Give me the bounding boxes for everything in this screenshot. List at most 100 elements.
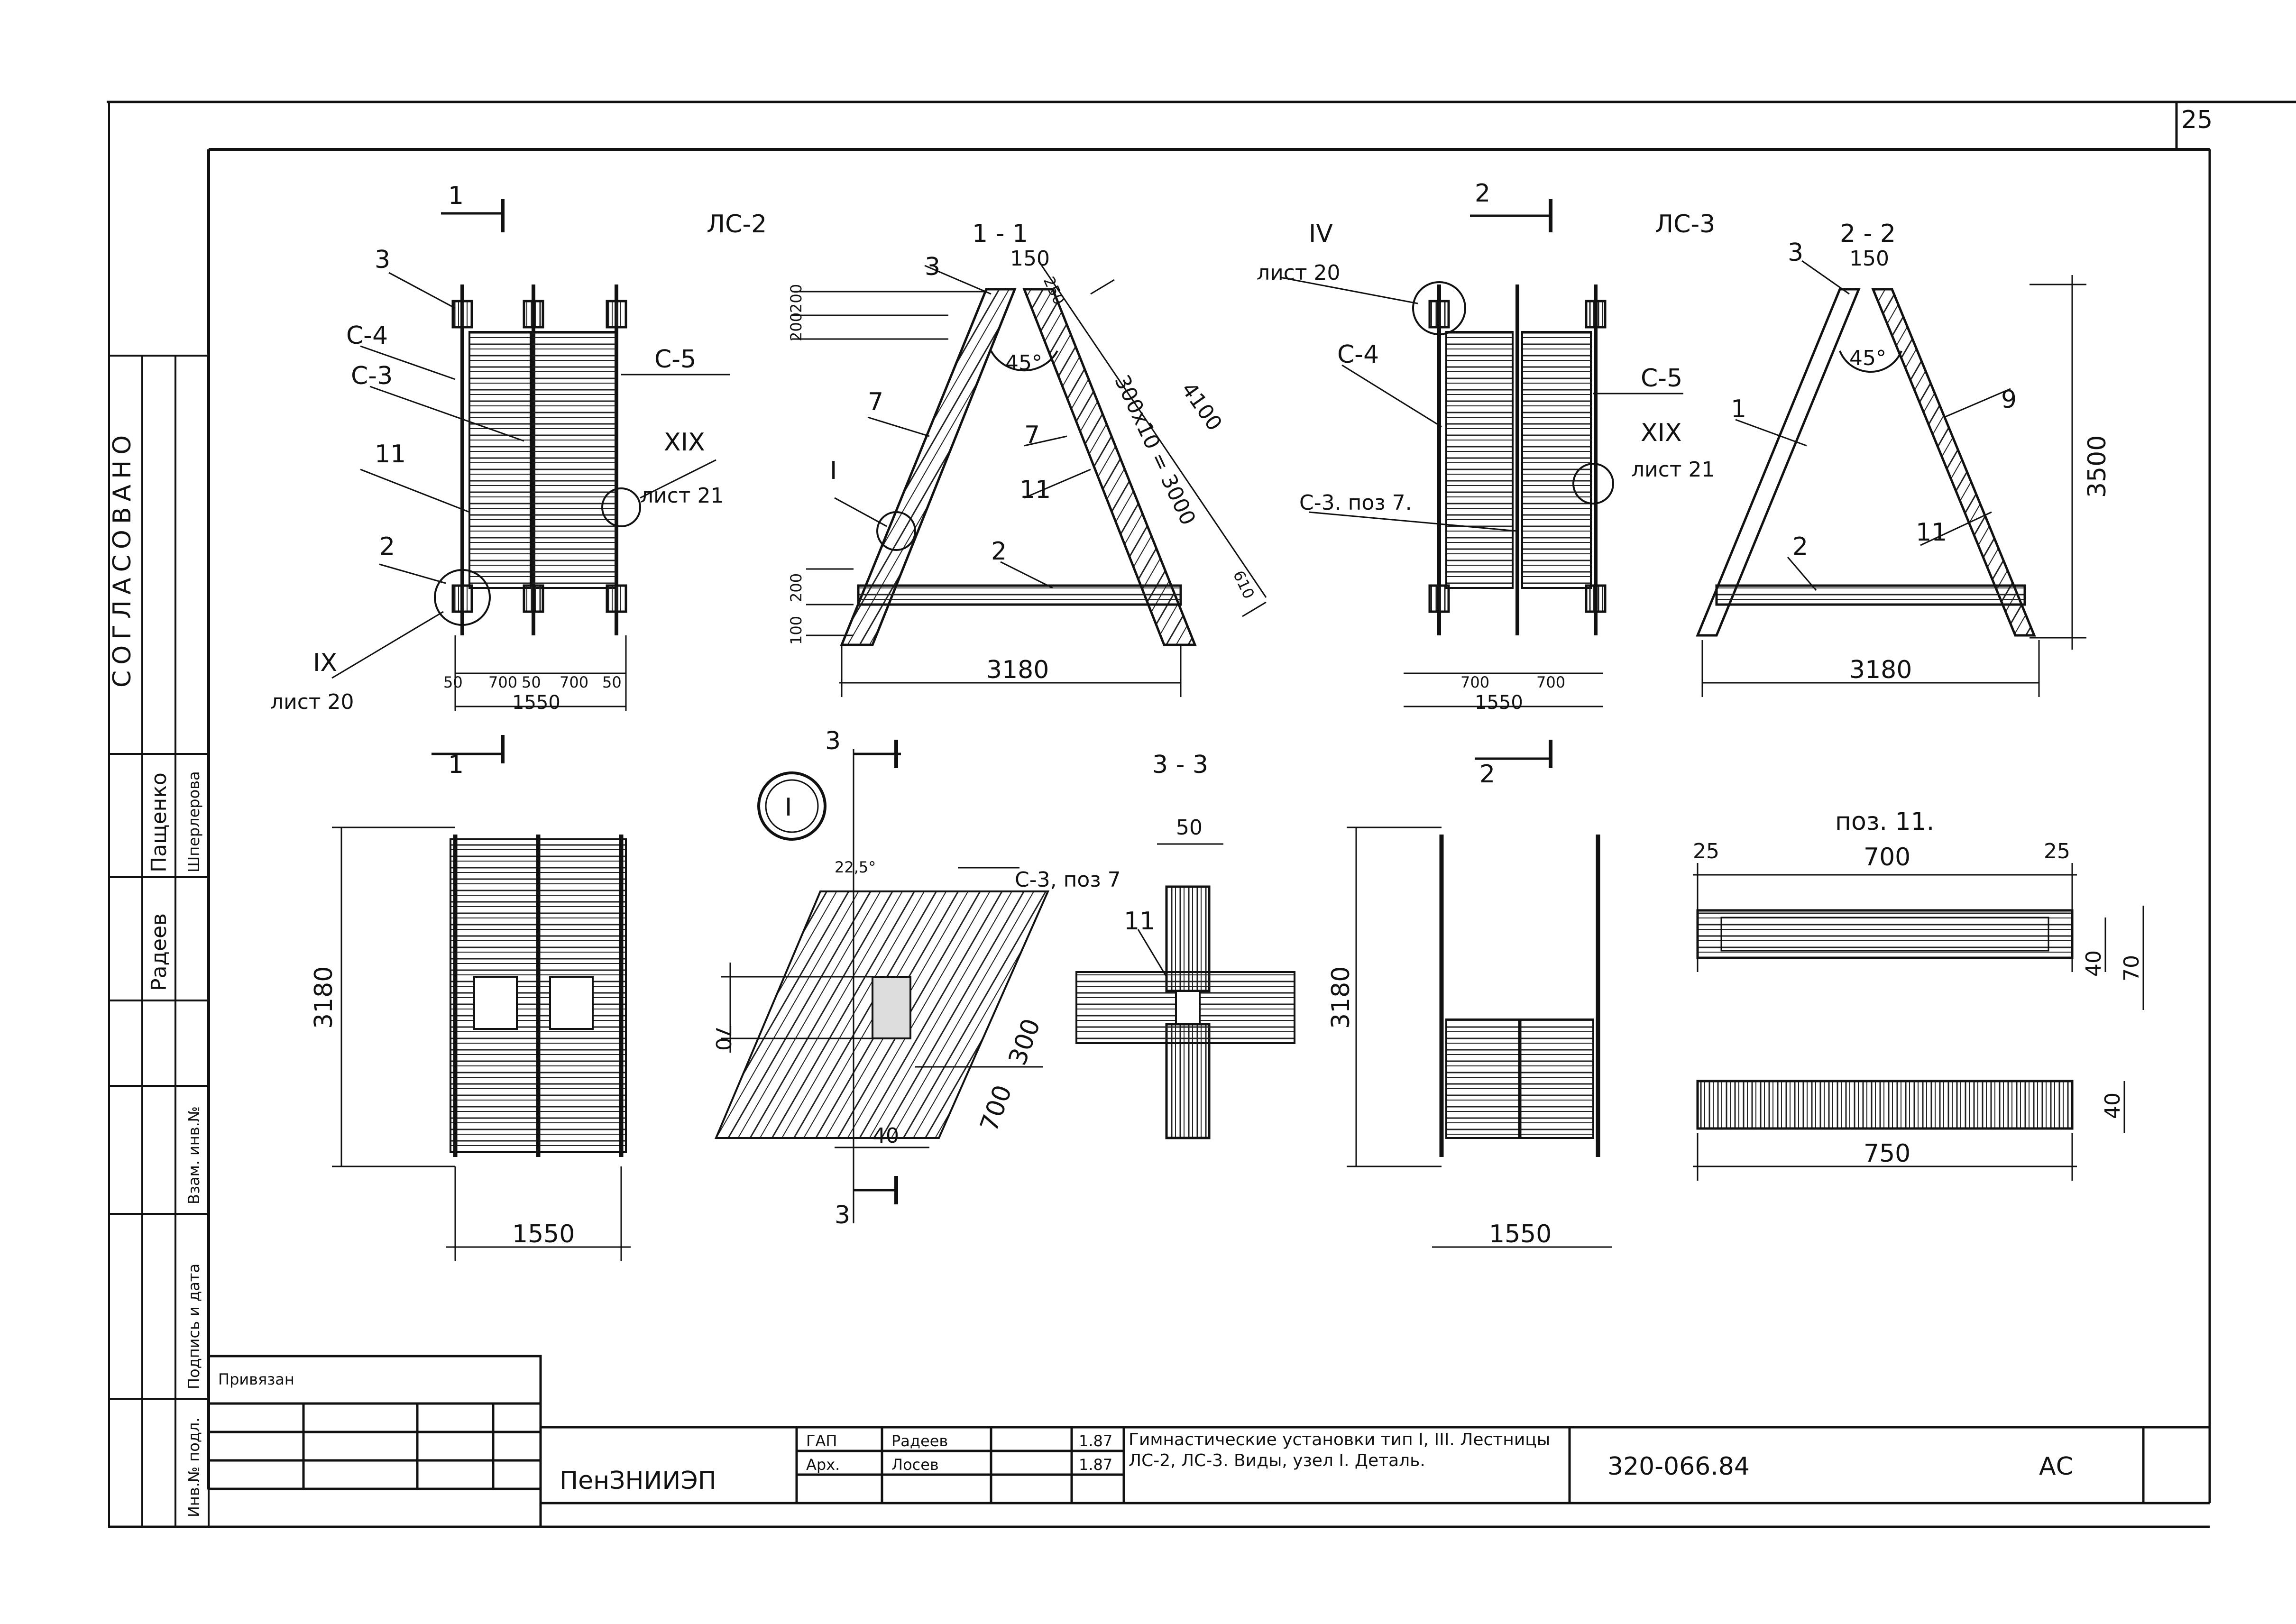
pos11-detail <box>1693 863 2144 1181</box>
arch-role: Арх. <box>806 1456 840 1474</box>
ls2-dim-700b: 700 <box>560 673 588 691</box>
pos11-dim-40b: 40 <box>2101 1092 2125 1119</box>
sec22-pos11: 11 <box>1916 518 1947 547</box>
ls3-title: ЛС-3 <box>1655 210 1715 239</box>
side-stamp <box>108 355 210 1528</box>
ls2-dim-50c: 50 <box>602 673 622 691</box>
section-2-2 <box>1696 260 2086 697</box>
ls3-sheet21: лист 21 <box>1631 458 1715 482</box>
sec22-dim-3180: 3180 <box>1849 656 1912 684</box>
ls2-pos11: 11 <box>375 440 406 468</box>
section-1-1 <box>792 260 1267 697</box>
ls2-sec1-top: 1 <box>448 182 464 210</box>
section-3-3 <box>1075 843 1295 1139</box>
sheet-frame <box>107 101 2296 1528</box>
stamp-row-3: Шперлерова <box>185 771 203 872</box>
ls2-sheet20: лист 20 <box>270 690 354 714</box>
ladder-ls2-front <box>331 199 730 763</box>
attached-label: Привязан <box>218 1370 294 1388</box>
drawing-mark: АС <box>2039 1452 2073 1481</box>
sec33-dim-50: 50 <box>1176 816 1203 840</box>
stamp-col-sign: Подпись и дата <box>185 1264 203 1389</box>
sec22-dim-150: 150 <box>1849 247 1889 271</box>
plan-ls3-dim-1550: 1550 <box>1489 1220 1552 1248</box>
sec11-dim-3180: 3180 <box>986 656 1049 684</box>
sec22-label: 2 - 2 <box>1840 220 1896 248</box>
ls3-node-xix: XIX <box>1641 419 1682 447</box>
sec11-dim-610: 610 <box>1230 568 1258 601</box>
ls3-c5: С-5 <box>1641 364 1682 393</box>
sec11-angle: 45° <box>1005 351 1042 375</box>
sec11-dim-4100: 4100 <box>1176 378 1227 435</box>
node-i-dim-700: 700 <box>975 1082 1018 1136</box>
sec11-dim-200c: 200 <box>787 573 805 602</box>
pos11-dim-40a: 40 <box>2082 950 2106 977</box>
ls2-node-ix: IX <box>313 649 337 677</box>
ls2-c4: С-4 <box>346 321 388 350</box>
pos11-dim-25b: 25 <box>2044 839 2070 863</box>
sec22-angle: 45° <box>1849 346 1886 370</box>
sec22-dim-3500: 3500 <box>2083 435 2112 498</box>
pos11-dim-700: 700 <box>1864 843 1910 872</box>
stamp-col-inv: Инв.№ подл. <box>185 1417 203 1517</box>
sec11-pos11: 11 <box>1019 476 1051 504</box>
ls2-dim-700a: 700 <box>488 673 517 691</box>
node-i-dim-70: 70 <box>711 1024 735 1051</box>
stamp-col-replace: Взам. инв.№ <box>185 1106 203 1204</box>
ls3-sheet20: лист 20 <box>1257 261 1341 285</box>
ls3-dim-1550: 1550 <box>1475 692 1523 714</box>
ls3-sec2-top: 2 <box>1475 179 1490 208</box>
gap-name: Радеев <box>891 1432 948 1450</box>
ls2-sec1-bottom: 1 <box>448 751 464 779</box>
sec33-label: 3 - 3 <box>1152 751 1208 779</box>
sec11-dim-200b: 200 <box>787 312 805 341</box>
ls3-c4: С-4 <box>1337 340 1379 369</box>
ls2-title: ЛС-2 <box>707 210 767 239</box>
ls3-sec2-bottom: 2 <box>1479 760 1495 789</box>
node-i-c3: С-3, поз 7 <box>1015 868 1121 892</box>
node-i-label: I <box>785 793 792 822</box>
sec22-pos1: 1 <box>1731 395 1746 423</box>
sec11-node-i: I <box>830 457 837 485</box>
sec11-label: 1 - 1 <box>972 220 1028 248</box>
plan-ls2-dim-3180: 3180 <box>310 966 338 1029</box>
drawing-code: 320-066.84 <box>1607 1452 1750 1481</box>
approved-label: СОГЛАСОВАНО <box>108 430 137 688</box>
ls3-dim-700a: 700 <box>1460 673 1489 691</box>
stamp-row-2: Пащенко <box>147 772 171 872</box>
ls3-c3-pos7: С-3. поз 7. <box>1299 491 1412 515</box>
ls2-dim-1550: 1550 <box>512 692 560 714</box>
date-2: 1.87 <box>1079 1456 1112 1474</box>
sec22-pos2: 2 <box>1792 532 1808 561</box>
ls2-dim-50a: 50 <box>443 673 463 691</box>
sec22-pos9: 9 <box>2001 385 2017 414</box>
ls2-node-xix: XIX <box>664 428 705 457</box>
drawing-title: Гимнастические установки тип I, III. Лес… <box>1129 1430 1551 1470</box>
ls3-dim-700b: 700 <box>1536 673 1565 691</box>
pos11-dim-70: 70 <box>2120 955 2144 982</box>
node-i-sec3-top: 3 <box>825 727 841 755</box>
sec11-pos2: 2 <box>991 537 1007 566</box>
sec11-dim-200a: 200 <box>787 284 805 313</box>
title-block <box>207 1355 2210 1527</box>
sec11-dim-100: 100 <box>787 616 805 645</box>
org-name: ПенЗНИИЭП <box>560 1467 716 1495</box>
node-i-angle: 22,5° <box>835 858 876 876</box>
ladder-ls3-front <box>1280 199 1683 768</box>
ls2-sheet21: лист 21 <box>640 484 724 508</box>
node-i-dim-40: 40 <box>872 1124 899 1148</box>
sec11-pos3: 3 <box>925 253 940 281</box>
node-i-detail <box>714 740 1050 1223</box>
ls2-dim-50b: 50 <box>522 673 541 691</box>
pos11-dim-750: 750 <box>1864 1139 1910 1168</box>
ls2-pos2: 2 <box>379 532 395 561</box>
ls2-pos3: 3 <box>375 246 390 274</box>
plan-ls3 <box>1347 826 1612 1248</box>
ls3-node-iv: IV <box>1309 220 1333 248</box>
sec33-pos11: 11 <box>1124 907 1155 936</box>
stamp-row-1: Радеев <box>147 913 171 991</box>
plan-ls3-dim-3180: 3180 <box>1327 966 1355 1029</box>
sec11-pos7a: 7 <box>868 388 883 416</box>
plan-ls2 <box>332 826 631 1261</box>
